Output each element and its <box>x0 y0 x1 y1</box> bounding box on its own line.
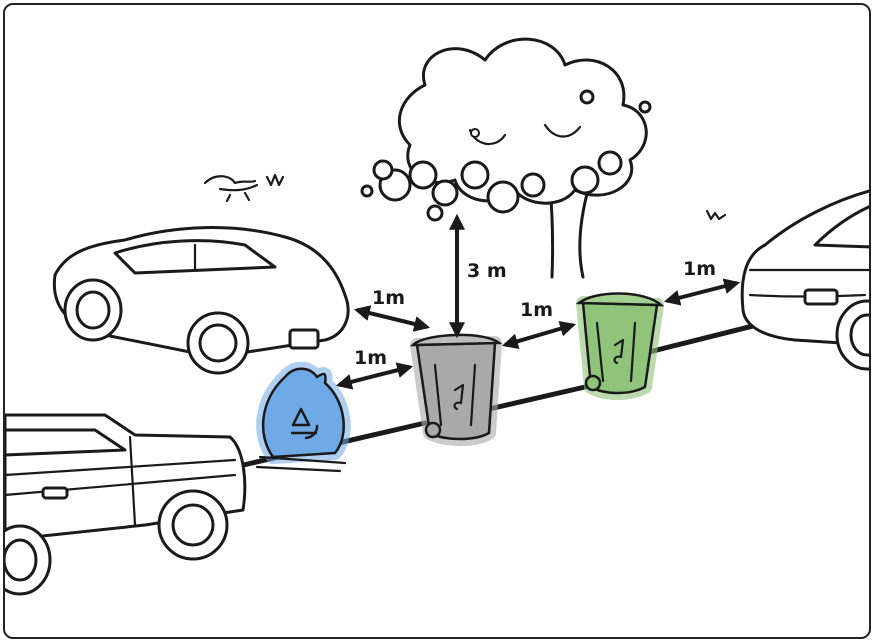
label-bin-to-car: 1m <box>683 258 716 280</box>
squirrel-icon <box>205 175 283 201</box>
label-bag-to-bin: 1m <box>354 347 387 369</box>
arrow-bin-to-car <box>667 283 737 301</box>
bird-icon <box>707 211 725 219</box>
parked-car-left <box>54 228 348 373</box>
label-tree-to-bin: 3 m <box>467 260 507 282</box>
label-bin-to-bin: 1m <box>520 299 553 321</box>
general-waste-bin <box>413 335 499 439</box>
arrow-car-to-bin <box>357 310 427 327</box>
arrow-bin-to-bin <box>505 325 573 345</box>
illustration-frame: 3 m 1m 1m 1m 1m <box>3 3 871 639</box>
recycling-bag <box>257 369 345 471</box>
arrow-bag-to-bin <box>339 367 410 385</box>
bin-placement-diagram: 3 m 1m 1m 1m 1m <box>5 5 871 639</box>
organics-bin <box>579 293 661 393</box>
tree <box>362 39 650 277</box>
parked-car-right <box>742 190 871 369</box>
pickup-truck <box>5 415 245 594</box>
label-car-to-bin: 1m <box>372 287 405 309</box>
